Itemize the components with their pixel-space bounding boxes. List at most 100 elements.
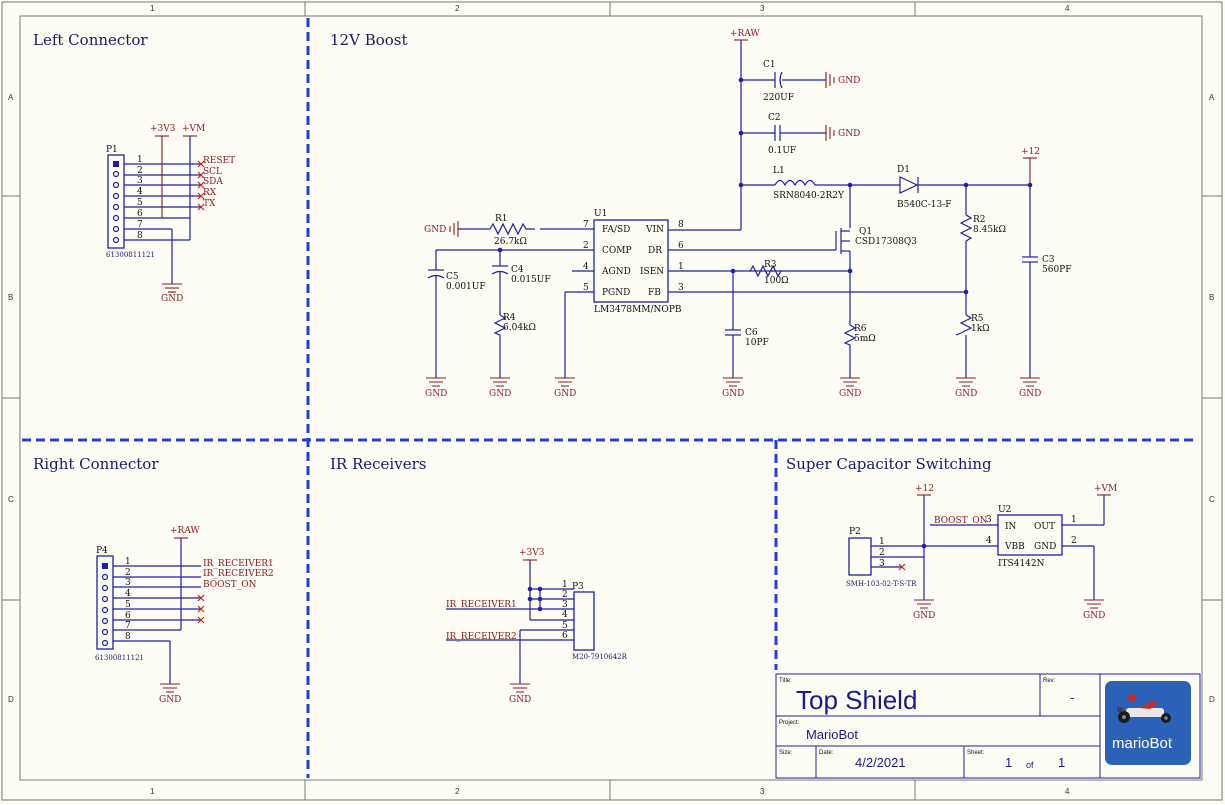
- gnd-c6: GND: [722, 389, 744, 399]
- tb-sheet-label: Sheet:: [967, 750, 985, 756]
- c1-value: 220UF: [763, 93, 794, 103]
- c4-ref: C4: [511, 265, 524, 275]
- tb-rev-label: Rev:: [1043, 678, 1056, 684]
- col-label-4: 4: [1065, 4, 1070, 13]
- c1-ref: C1: [763, 60, 776, 70]
- p3-pin-2: 2: [562, 590, 568, 600]
- net-ir-receiver1: IR_RECEIVER1: [446, 600, 517, 610]
- boost-circuit: +RAW C1 220UF GND C2 0.1UF GND L1 SRN804…: [424, 29, 1071, 399]
- c2-gnd: GND: [838, 129, 860, 139]
- u1-pin-pgnd: PGND: [602, 288, 630, 298]
- u2-num-1: 1: [1071, 515, 1077, 525]
- p2-part: SMH-103-02-T-S-TR: [846, 580, 917, 588]
- p3-power-3v3: +3V3: [519, 548, 545, 558]
- p4-pin-3: 3: [125, 578, 131, 588]
- p1-part: 61300811121: [106, 251, 155, 259]
- v12-net: +12: [1021, 147, 1040, 157]
- r5-value: 1kΩ: [971, 324, 990, 334]
- u1-pin-agnd: AGND: [601, 267, 631, 277]
- r4-ref: R4: [503, 313, 516, 323]
- p3-part: M20-7910642R: [572, 653, 628, 661]
- p1-power-3v3: +3V3: [150, 124, 176, 134]
- row-label-b-right: B: [1209, 293, 1214, 302]
- row-label-a-right: A: [1209, 93, 1215, 102]
- u2-num-3: 3: [986, 515, 992, 525]
- supercap-gnd-1: GND: [913, 611, 935, 621]
- u2-pin-out: OUT: [1034, 522, 1055, 532]
- p4-pin-8: 8: [125, 632, 131, 642]
- tb-date: 4/2/2021: [855, 755, 906, 770]
- net-scl: SCL: [203, 167, 222, 177]
- c3-ref: C3: [1042, 255, 1055, 265]
- ir-receivers-p3: P3 1 2 3 4 5 6 +3V3 IR_RECEIVER1 IR_RECE…: [446, 548, 628, 705]
- p1-power-vm: +VM: [182, 124, 205, 134]
- p4-ref: P4: [96, 546, 108, 556]
- r6-value: 5mΩ: [854, 334, 876, 344]
- c6-value: 10PF: [745, 338, 769, 348]
- row-label-d: D: [8, 695, 14, 704]
- net-boost-on: BOOST_ON: [934, 516, 988, 526]
- resistor-r3: [749, 264, 782, 278]
- p4-pin-2: 2: [125, 568, 131, 578]
- c5-value: 0.001UF: [446, 282, 486, 292]
- row-label-a: A: [8, 93, 14, 102]
- q1-ref: Q1: [859, 227, 872, 237]
- gnd-c3: GND: [1019, 389, 1041, 399]
- u1-num-6: 6: [678, 241, 684, 251]
- p2-pin-2: 2: [879, 548, 885, 558]
- u2-ref: U2: [998, 505, 1011, 515]
- net-boost-on-p4: BOOST_ON: [203, 580, 257, 590]
- no-connect-marks: [197, 160, 205, 211]
- q1-value: CSD17308Q3: [855, 237, 917, 247]
- r1-ref: R1: [495, 214, 508, 224]
- u1-ref: U1: [594, 209, 607, 219]
- r1-gnd: GND: [424, 225, 446, 235]
- p2-pin-3: 3: [879, 559, 885, 569]
- net-sda: SDA: [203, 177, 223, 187]
- row-label-b: B: [8, 293, 13, 302]
- tb-rev: -: [1070, 690, 1074, 705]
- l1-ref: L1: [773, 166, 785, 176]
- r4-value: 6.04kΩ: [503, 323, 536, 333]
- p1-pin-1: 1: [137, 155, 143, 165]
- p1-ref: P1: [106, 145, 118, 155]
- u2-its4142n: [997, 514, 1063, 556]
- p2-ref: P2: [849, 527, 861, 537]
- left-connector-p1: P1 1 2 3 4 5 6 7 8 RESET SCL SDA RX TX +…: [106, 124, 235, 304]
- section-title-supercap: Super Capacitor Switching: [786, 455, 992, 473]
- p4-pin-4: 4: [125, 589, 131, 599]
- row-label-c-right: C: [1209, 495, 1215, 504]
- p3-gnd: GND: [509, 695, 531, 705]
- tb-sheets: 1: [1058, 755, 1065, 770]
- u2-pin-in: IN: [1005, 522, 1017, 532]
- u1-num-7: 7: [583, 220, 589, 230]
- col-label-2: 2: [455, 4, 460, 13]
- supercap-switching: P2 1 2 3 SMH-103-02-T-S-TR +12 +VM BOOST…: [846, 484, 1117, 621]
- u1-pin-fb: FB: [648, 288, 661, 298]
- net-ir-receiver1-p4: IR_RECEIVER1: [203, 559, 274, 569]
- u2-value: ITS4142N: [998, 559, 1045, 569]
- c3-value: 560PF: [1042, 265, 1071, 275]
- supercap-vm: +VM: [1094, 484, 1117, 494]
- col-label-1: 1: [150, 4, 155, 13]
- p1-pin-4: 4: [137, 187, 143, 197]
- net-reset: RESET: [203, 156, 235, 166]
- tb-title: Top Shield: [796, 685, 917, 715]
- raw-net: +RAW: [730, 29, 760, 39]
- p4-pin-5: 5: [125, 600, 131, 610]
- p1-pin-2: 2: [137, 166, 143, 176]
- c1-gnd: GND: [838, 76, 860, 86]
- p1-pin-5: 5: [137, 198, 143, 208]
- r3-ref: R3: [764, 260, 777, 270]
- tb-title-label: Title:: [779, 678, 792, 684]
- d1-ref: D1: [897, 165, 910, 175]
- gnd-u1: GND: [554, 389, 576, 399]
- u1-lm3478: [593, 219, 669, 303]
- c6-ref: C6: [745, 328, 758, 338]
- p3-pin-3: 3: [562, 600, 568, 610]
- r2-ref: R2: [973, 215, 986, 225]
- r1-value: 26.7kΩ: [494, 237, 527, 247]
- u2-pin-gnd: GND: [1034, 542, 1056, 552]
- resistor-r6: [843, 324, 857, 378]
